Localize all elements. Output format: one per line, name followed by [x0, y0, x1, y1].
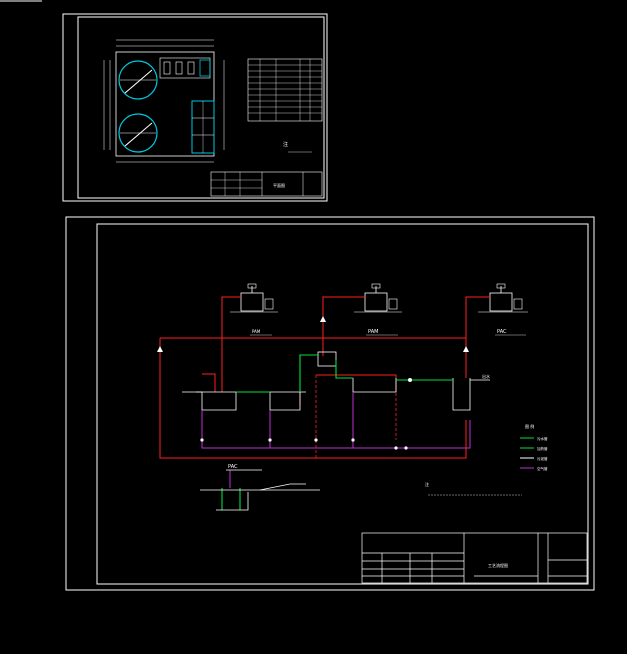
- outlet-label: 出水: [482, 373, 490, 379]
- reagent-2-label: PAC: [228, 464, 238, 470]
- sheet-bottom-inner-frame: [96, 223, 589, 585]
- sheet-top-title: 平面图: [273, 182, 285, 188]
- dosing-station-1: PAM: [230, 283, 278, 336]
- sheet-top-inner-frame: [77, 16, 325, 199]
- pam-label: PAM: [368, 329, 378, 335]
- valves: [200, 378, 412, 450]
- sheet-bottom-outer-frame: [65, 216, 595, 591]
- tank-circle-icon: [118, 60, 158, 100]
- sheet-bottom-title-block: [361, 532, 588, 584]
- sheet-top: 注 平面图: [62, 13, 328, 202]
- legend-item: 污泥管: [537, 456, 548, 461]
- sheet-bottom-title: 工艺流程图: [488, 562, 508, 568]
- pump-icon: [513, 298, 523, 310]
- reagent-1-label: PAM: [252, 329, 261, 334]
- process-tanks: [196, 351, 471, 411]
- red-dashed-lines: [315, 375, 397, 458]
- tank-circle-icon: [118, 113, 158, 153]
- arrow-icon: [320, 316, 326, 322]
- white-pipes: [182, 379, 490, 511]
- sheet-bottom-note-label: 注: [425, 481, 429, 487]
- pump-icon: [388, 298, 398, 310]
- sheet-bottom: PAM PAM PAC: [65, 216, 595, 591]
- valve-icon: [404, 446, 408, 450]
- valve-icon: [268, 438, 272, 442]
- legend-item: 空气管: [537, 466, 548, 471]
- valve-icon: [394, 446, 398, 450]
- sheet-top-title-block: 平面图: [210, 171, 323, 197]
- arrow-icon: [157, 346, 163, 352]
- valve-icon: [314, 438, 318, 442]
- legend-item: 污水管: [537, 436, 548, 441]
- pump-icon: [264, 298, 274, 310]
- valve-icon: [351, 438, 355, 442]
- sheet-top-outer-frame: [62, 13, 328, 202]
- dosing-station-3: PAC: [478, 283, 528, 336]
- arrow-icon: [463, 346, 469, 352]
- plan-view: [103, 39, 225, 163]
- purple-pipes: [201, 392, 471, 488]
- red-dosing-pipes: [159, 296, 490, 459]
- valve-icon: [408, 378, 412, 382]
- green-pipes: [221, 354, 453, 510]
- dosing-station-2: PAM: [354, 283, 402, 336]
- legend: 图 例 污水管 加药管 污泥管 空气管: [520, 423, 548, 471]
- legend-item: 加药管: [537, 446, 548, 451]
- material-table: [247, 58, 323, 122]
- sheet-top-note-label: 注: [283, 141, 288, 148]
- legend-title: 图 例: [525, 423, 534, 429]
- pac-label: PAC: [497, 329, 507, 335]
- valve-icon: [200, 438, 204, 442]
